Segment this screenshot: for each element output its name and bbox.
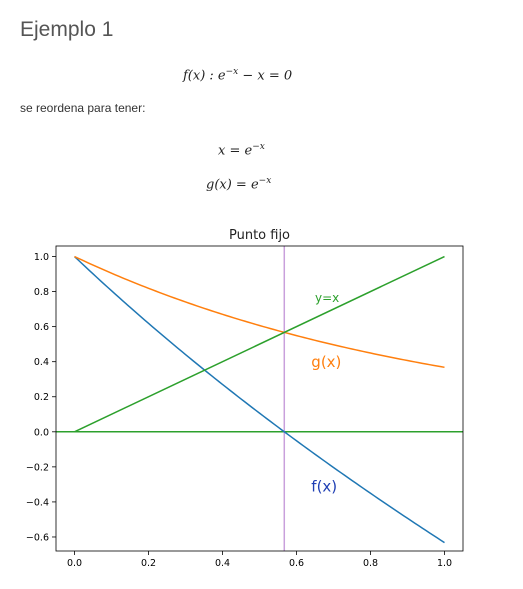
fixed-point-chart: Punto fijo y=x g(x) f(x) 0.0 0.2 0.4 0.6 0.8 1.0 −… [26,228,464,569]
equation-g-definition: g(x) = e−x [206,176,271,192]
annotation-g-x: g(x) [311,353,341,371]
y-tick-label: 0.4 [34,357,49,368]
x-tick-label: 1.0 [437,558,452,569]
y-tick-label: 0.2 [34,392,49,403]
page-heading: Ejemplo 1 [20,18,114,41]
y-tick-label: −0.6 [26,532,49,543]
x-tick-label: 0.4 [215,558,230,569]
equation-g-lhs: g(x) = e [206,177,259,193]
equation-f-lhs: f(x) : e [183,68,226,84]
series-line-f-x [73,255,445,544]
equation-x-exponent: −x [252,142,265,152]
series-line-g-x [74,255,445,369]
plot-frame [55,245,464,552]
equation-f-exponent: −x [225,67,239,77]
annotation-y-x: y=x [315,291,339,305]
y-tick-label: −0.4 [26,497,49,508]
y-tick-label: 0.0 [34,427,49,438]
y-tick-label: 0.8 [34,287,49,298]
x-tick-label: 0.2 [141,558,156,569]
rearrange-paragraph: se reordena para tener: [20,101,146,115]
y-tick-label: 1.0 [34,252,49,263]
x-tick-label: 0.8 [363,558,378,569]
equation-x-lhs: x = e [218,143,253,159]
chart-container: Punto fijo y=x g(x) f(x) 0.0 0.2 0.4 0.6 0.8 1.0 −… [0,212,523,584]
x-tick-label: 0.0 [67,558,82,569]
equation-x-fixed: x = e−x [218,142,265,158]
equation-f-rhs: − x = 0 [238,68,293,84]
chart-title: Punto fijo [229,228,290,243]
equation-g-exponent: −x [258,176,272,186]
y-tick-label: 0.6 [34,322,49,333]
equation-f-definition: f(x) : e−x − x = 0 [183,67,292,83]
annotation-f-x: f(x) [311,477,337,495]
x-tick-label: 0.6 [289,558,304,569]
series-line-y-x [74,255,445,433]
y-tick-label: −0.2 [26,462,49,473]
